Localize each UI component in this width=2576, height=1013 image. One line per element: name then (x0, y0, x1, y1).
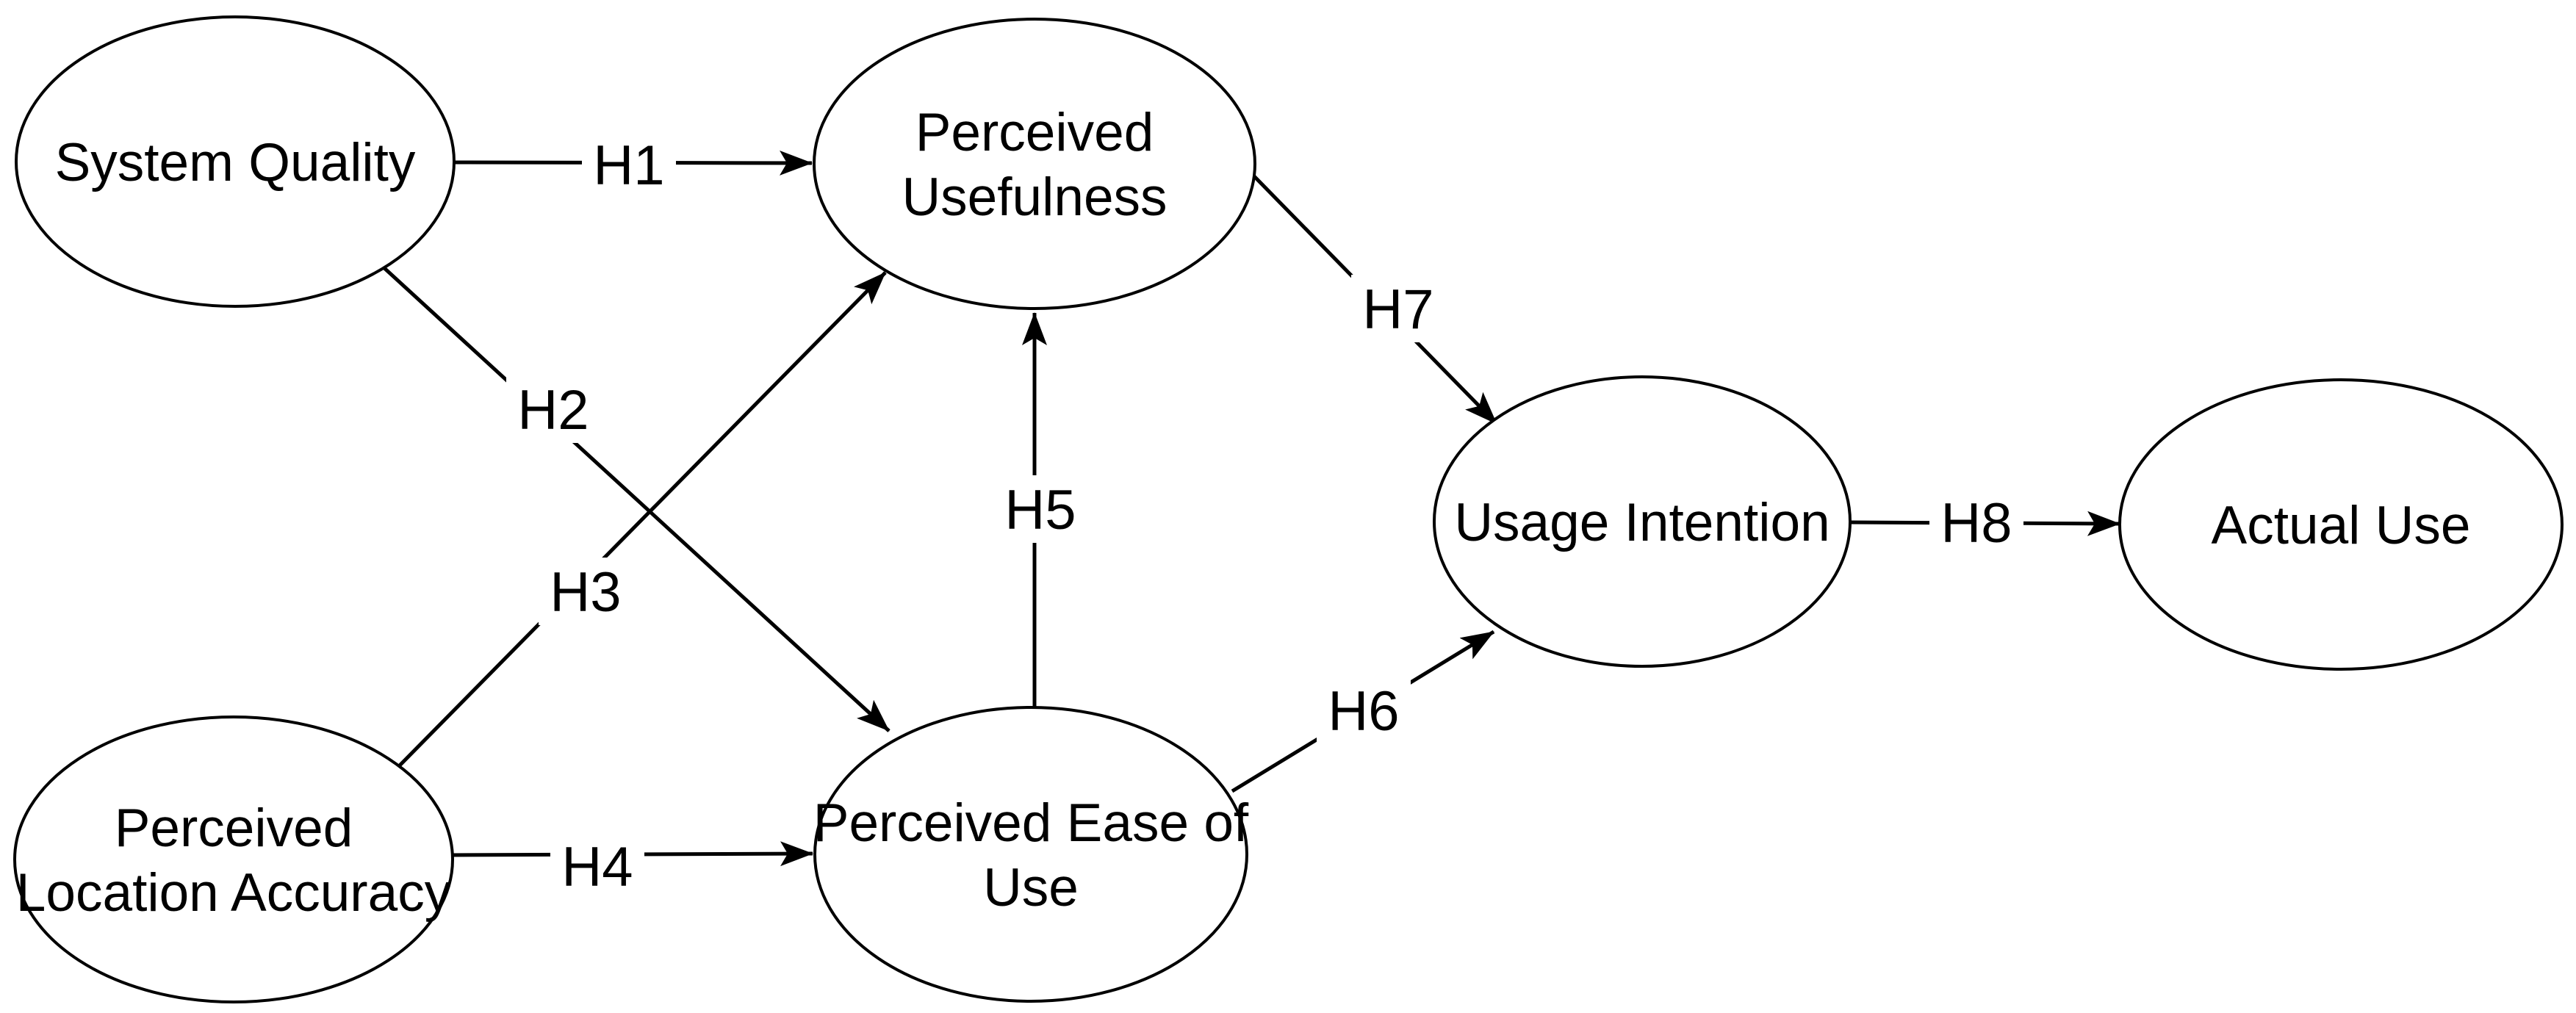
node-perceived-usefulness-label-line-2: Usefulness (902, 167, 1167, 227)
node-actual-use-ellipse (2118, 378, 2564, 671)
edge-h2-label: H2 (517, 379, 589, 441)
edge-h6-label: H6 (1328, 680, 1399, 743)
node-system-quality: System Quality (15, 15, 456, 308)
node-usage-intention: Usage Intention (1433, 375, 1852, 668)
node-perceived-usefulness-label-line-1: Perceived (915, 103, 1154, 162)
node-actual-use-label-line-1: Actual Use (2212, 496, 2471, 555)
edge-h7-label-background (1351, 275, 1445, 342)
node-perceived-location-accuracy-label-line-1: Perceived (115, 798, 353, 858)
edge-h3-label: H3 (550, 561, 621, 624)
edge-h3 (395, 271, 887, 770)
edge-h5-label-background (993, 475, 1087, 543)
edge-h2-label-background (506, 375, 600, 443)
node-actual-use: Actual Use (2118, 378, 2564, 671)
node-perceived-ease-of-use-ellipse (813, 706, 1248, 1003)
edge-h8-label: H8 (1940, 492, 2012, 555)
node-perceived-ease-of-use-label-line-1: Perceived Ease of (813, 793, 1249, 853)
node-usage-intention-ellipse (1433, 375, 1852, 668)
edge-h8-label-background (1929, 489, 2023, 556)
node-perceived-location-accuracy-ellipse (13, 715, 454, 1003)
edge-h5-label: H5 (1004, 479, 1076, 541)
edge-h3-arrow (395, 271, 887, 770)
node-system-quality-label-line-1: System Quality (55, 133, 416, 192)
edge-h1-label: H1 (593, 134, 664, 197)
edge-h3-label-background (539, 558, 633, 625)
node-system-quality-ellipse (15, 15, 456, 308)
node-perceived-location-accuracy-label-line-2: Location Accuracy (16, 863, 452, 923)
edge-h2-arrow (382, 266, 891, 732)
edge-h2 (382, 266, 891, 732)
edge-h6-label-background (1317, 677, 1411, 744)
edge-h7-label: H7 (1362, 278, 1433, 341)
edge-h4-label-background (550, 832, 644, 900)
node-perceived-ease-of-use-label-line-2: Use (983, 858, 1079, 918)
node-usage-intention-label-line-1: Usage Intention (1454, 493, 1830, 552)
node-perceived-usefulness-ellipse (813, 18, 1256, 310)
edge-h4-label: H4 (561, 836, 633, 898)
edge-h1-label-background (582, 131, 676, 198)
